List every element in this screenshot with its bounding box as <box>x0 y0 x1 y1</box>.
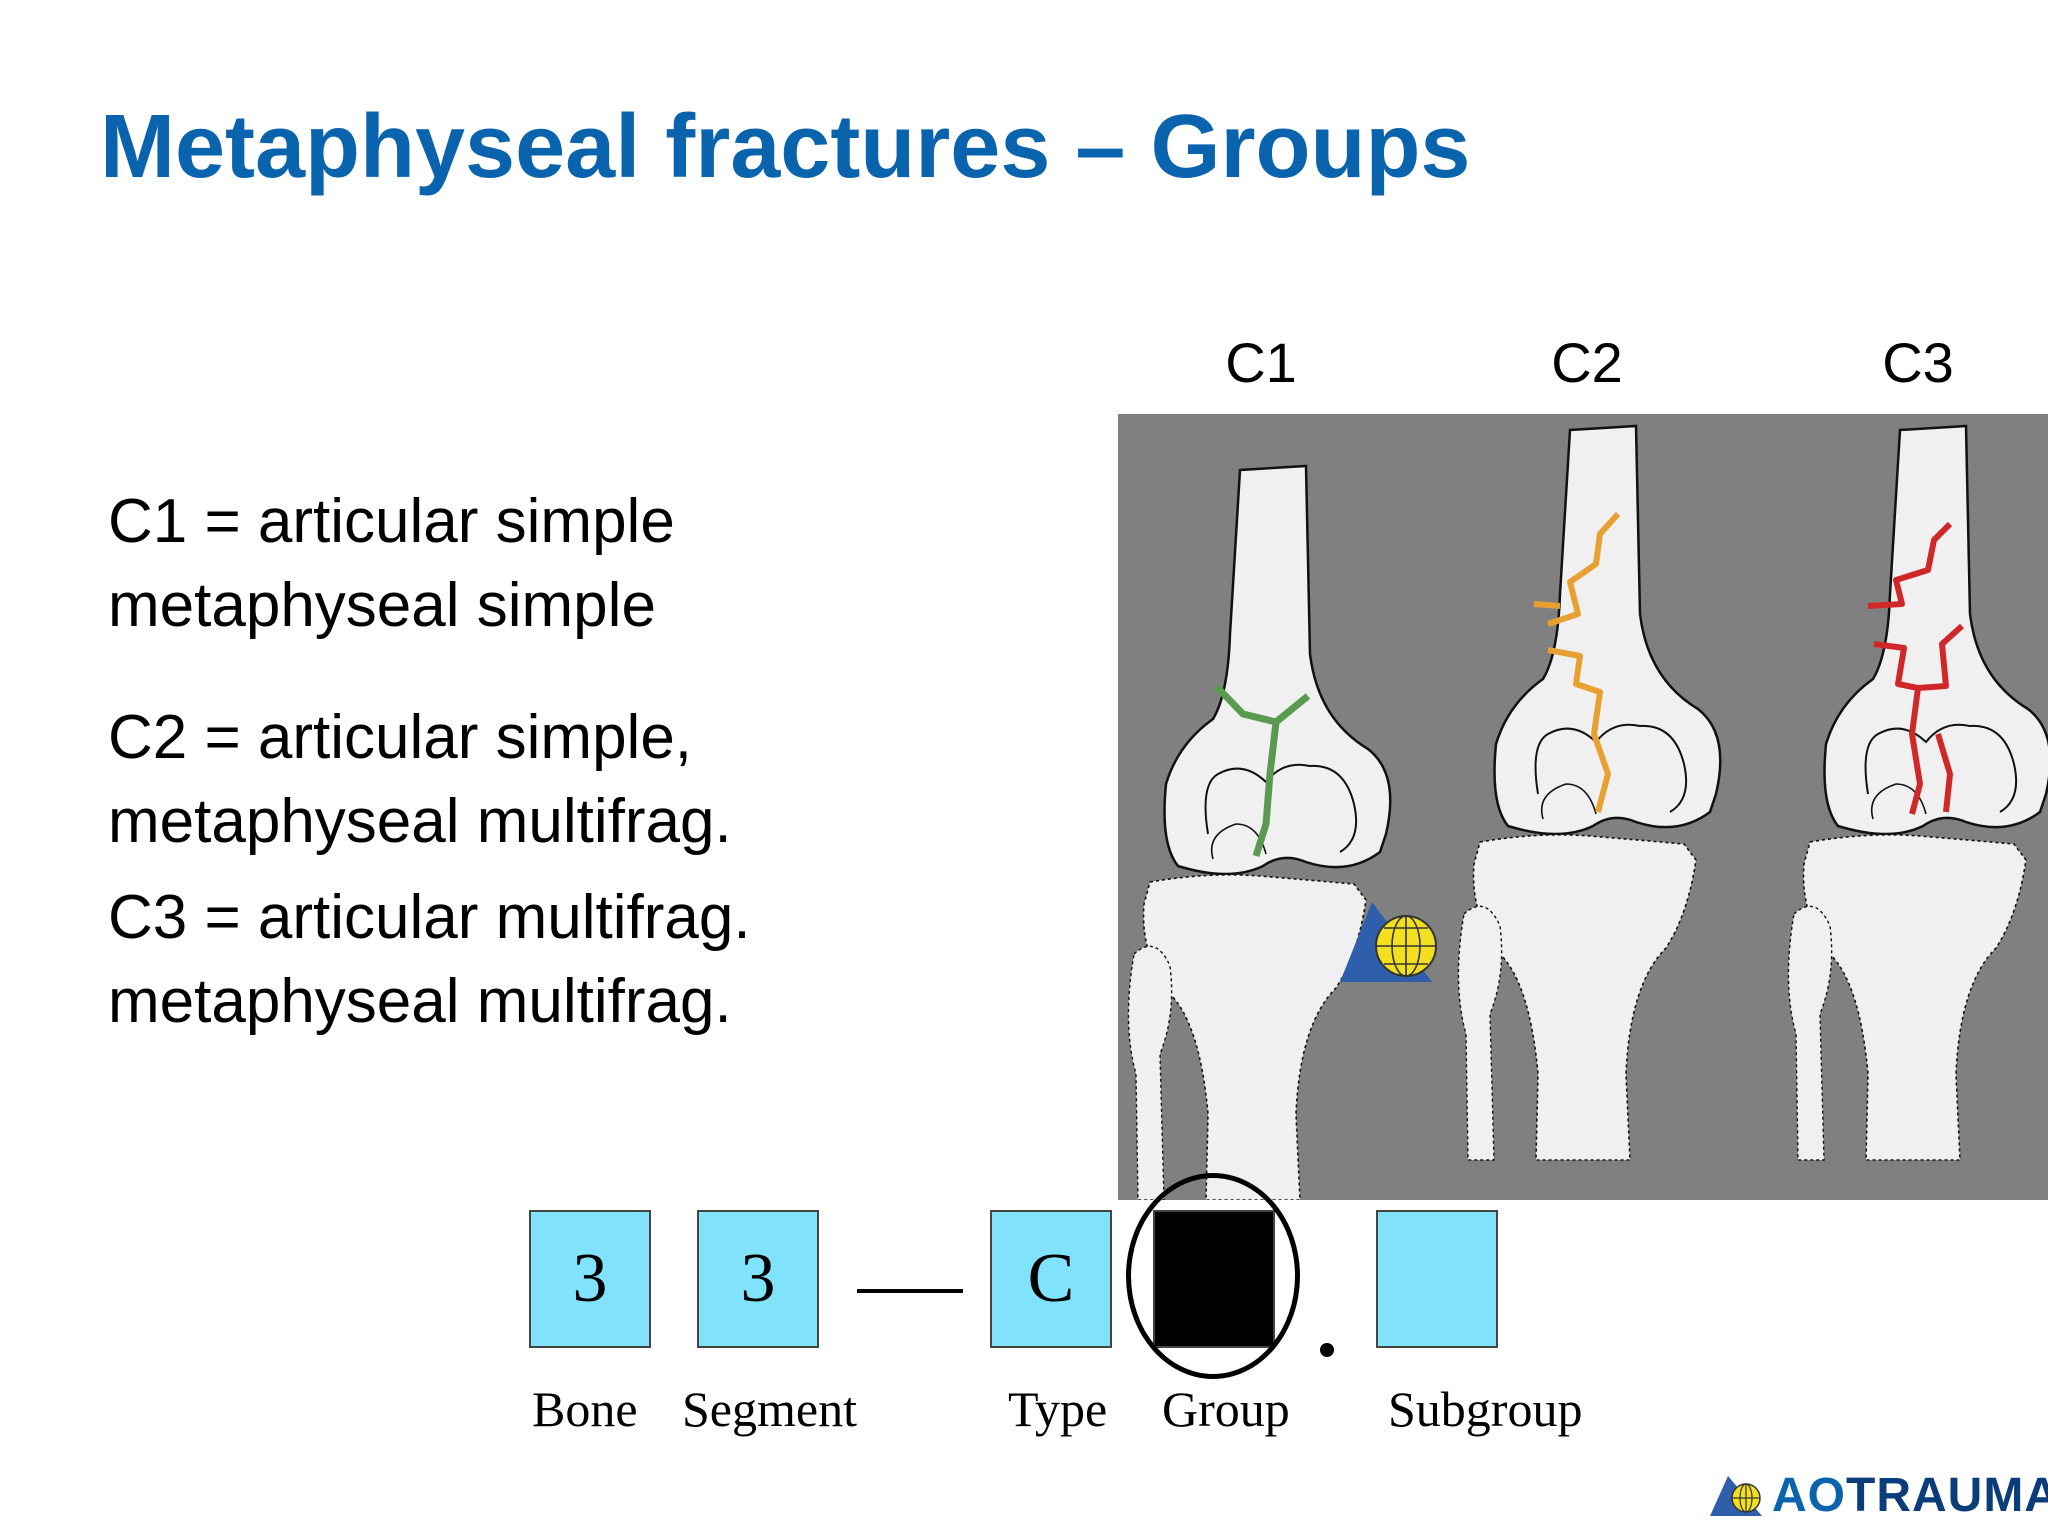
code-label-subgroup: Subgroup <box>1388 1381 1583 1437</box>
description-line: C3 = articular multifrag. <box>108 883 751 952</box>
code-box-subgroup <box>1376 1210 1498 1348</box>
description-line: metaphyseal multifrag. <box>108 967 732 1036</box>
description-c1: C1 = articular simple metaphyseal simple <box>108 480 675 648</box>
code-label-type: Type <box>1008 1381 1108 1437</box>
column-label-c2: C2 <box>1551 331 1623 394</box>
description-line: metaphyseal multifrag. <box>108 787 732 856</box>
code-dash <box>857 1289 963 1293</box>
description-line: metaphyseal simple <box>108 571 656 640</box>
logo-ao-text: AO <box>1772 1469 1846 1522</box>
page-title: Metaphyseal fractures – Groups <box>100 97 1471 197</box>
code-label-bone: Bone <box>532 1381 638 1437</box>
bone-c1 <box>1127 464 1392 1200</box>
knee-fracture-illustration <box>1118 414 2048 1200</box>
code-label-group: Group <box>1162 1381 1290 1437</box>
description-line: C1 = articular simple <box>108 487 675 556</box>
code-box-type: C <box>990 1210 1112 1348</box>
fracture-line-c3 <box>1867 521 1965 815</box>
bone-c2 <box>1457 424 1722 1161</box>
code-box-bone: 3 <box>529 1210 651 1348</box>
code-label-segment: Segment <box>682 1381 857 1437</box>
column-label-c1: C1 <box>1225 331 1297 394</box>
group-highlight-ring <box>1126 1173 1300 1379</box>
ao-globe-triangle-icon <box>1340 902 1437 982</box>
description-c3: C3 = articular multifrag. metaphyseal mu… <box>108 876 751 1044</box>
code-box-segment: 3 <box>697 1210 819 1348</box>
ao-logo-icon <box>1710 1475 1762 1516</box>
description-line: C2 = articular simple, <box>108 703 693 772</box>
bone-c3 <box>1787 424 2048 1161</box>
fracture-line-c2 <box>1533 511 1621 813</box>
fracture-line-c1 <box>1213 683 1311 858</box>
column-label-c3: C3 <box>1882 331 1954 394</box>
description-c2: C2 = articular simple, metaphyseal multi… <box>108 696 732 864</box>
logo-trauma-text: TRAUMA <box>1846 1469 2048 1522</box>
code-dot <box>1320 1343 1334 1357</box>
ao-trauma-logo: AOTRAUMA <box>1710 1468 2048 1523</box>
